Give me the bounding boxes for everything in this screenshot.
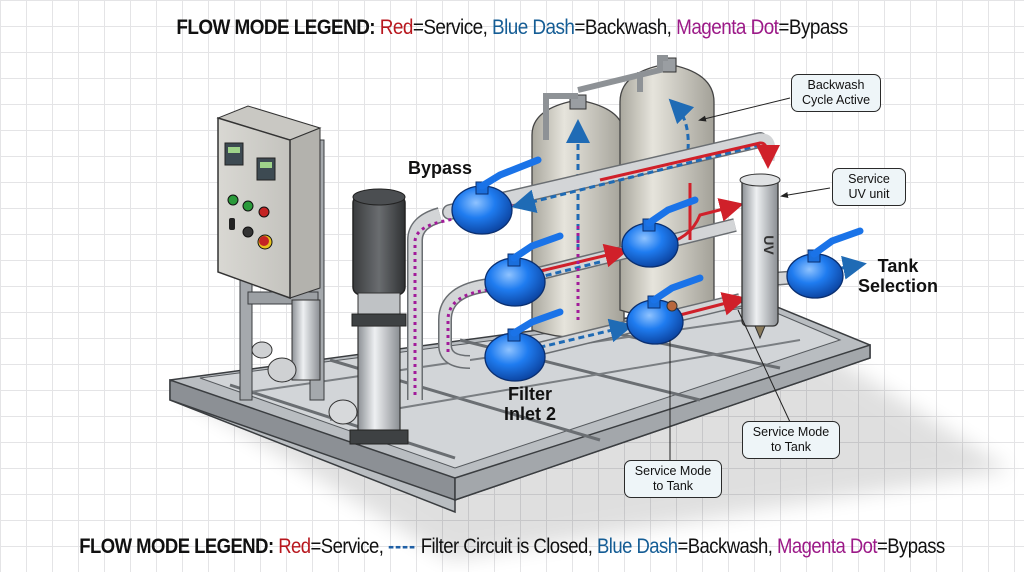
legend-blue-label: Blue Dash — [492, 16, 575, 39]
green-button-1 — [227, 194, 239, 206]
service-flow-lower — [679, 292, 747, 317]
tank-selection-label-line1: Tank — [877, 256, 919, 276]
backwash-cycle-callout: Backwash Cycle Active — [791, 74, 881, 112]
service-valve-middle-left[interactable] — [484, 232, 564, 307]
service-callout-leader-right — [737, 309, 791, 423]
green-button-2 — [242, 200, 254, 212]
uv-sterilizer-unit — [739, 173, 781, 340]
tank-selection-label-line2: Selection — [858, 276, 939, 296]
filter-inlet-label-line2: Inlet 2 — [504, 404, 557, 424]
legend-blue-meaning: =Backwash, — [574, 16, 677, 39]
legend-bottom-magenta-label: Magenta Dot — [776, 535, 878, 558]
service-callout-right-line1: Service Mode — [752, 425, 830, 439]
filter-inlet-2-valve[interactable] — [484, 308, 564, 382]
legend-title: FLOW MODE LEGEND: — [176, 16, 376, 39]
legend-bottom-title: FLOW MODE LEGEND: — [79, 535, 274, 558]
tank-top-header-pipe — [543, 55, 668, 140]
filter-inlet-label-line1: Filter — [508, 384, 553, 404]
legend-dash-sample: ---- — [387, 535, 417, 558]
uv-marking: UV — [761, 235, 777, 255]
service-uv-callout: Service UV unit — [832, 168, 906, 206]
service-callout-left-line1: Service Mode — [634, 464, 712, 478]
filter-inlet-2-label: Filter Inlet 2 — [504, 384, 556, 424]
legend-closed-text: Filter Circuit is Closed, — [420, 535, 593, 558]
service-valve-lower-right[interactable] — [626, 274, 704, 345]
selector-switch-1 — [229, 218, 235, 230]
vertical-multistage-pump — [328, 188, 409, 445]
controller-display-2 — [256, 157, 276, 181]
legend-magenta-meaning: =Bypass — [778, 16, 848, 39]
controller-display-1 — [224, 142, 244, 166]
service-mode-callout-left: Service Mode to Tank — [624, 460, 722, 498]
bypass-label-text: Bypass — [408, 158, 473, 178]
legend-red-label: Red — [379, 16, 414, 39]
backwash-flow-lower — [519, 318, 634, 354]
legend-top: FLOW MODE LEGEND: Red=Service, Blue Dash… — [51, 16, 973, 40]
red-button — [258, 206, 270, 218]
legend-bottom-red-label: Red — [278, 535, 311, 558]
bypass-flow-return — [446, 288, 489, 352]
service-flow-header — [599, 141, 780, 182]
service-mode-callout-right: Service Mode to Tank — [742, 421, 840, 459]
legend-bottom-magenta-meaning: =Bypass — [876, 535, 945, 558]
service-valve-middle-right[interactable] — [621, 196, 699, 268]
bypass-label: Bypass — [408, 158, 472, 178]
legend-bottom: FLOW MODE LEGEND: Red=Service, ---- Filt… — [61, 535, 962, 559]
backwash-flow-middle — [511, 260, 601, 291]
tank-selection-valve[interactable] — [786, 227, 864, 299]
bypass-valve[interactable] — [451, 156, 542, 235]
legend-red-meaning: =Service, — [412, 16, 493, 39]
backwash-flow-header — [511, 143, 761, 214]
backwash-callout-line2: Cycle Active — [801, 93, 871, 107]
service-callout-right-line2: to Tank — [770, 440, 812, 454]
uv-callout-line2: UV unit — [848, 187, 890, 201]
uv-callout-leader — [780, 187, 831, 198]
legend-magenta-label: Magenta Dot — [676, 16, 779, 39]
backwash-riser-tank-2 — [668, 98, 695, 151]
backwash-callout-leader — [698, 97, 791, 122]
legend-bottom-blue-meaning: =Backwash, — [677, 535, 773, 558]
rear-pump — [251, 299, 321, 383]
selector-switch-2 — [242, 226, 254, 238]
legend-bottom-blue-label: Blue Dash — [596, 535, 678, 558]
control-panel — [216, 105, 322, 300]
service-callout-left-line2: to Tank — [652, 479, 694, 493]
uv-callout-line1: Service — [848, 172, 890, 186]
emergency-stop-button — [259, 236, 269, 246]
legend-bottom-red-meaning: =Service, — [310, 535, 384, 558]
tank-selection-label: Tank Selection — [858, 256, 938, 296]
backwash-callout-line1: Backwash — [807, 78, 865, 92]
